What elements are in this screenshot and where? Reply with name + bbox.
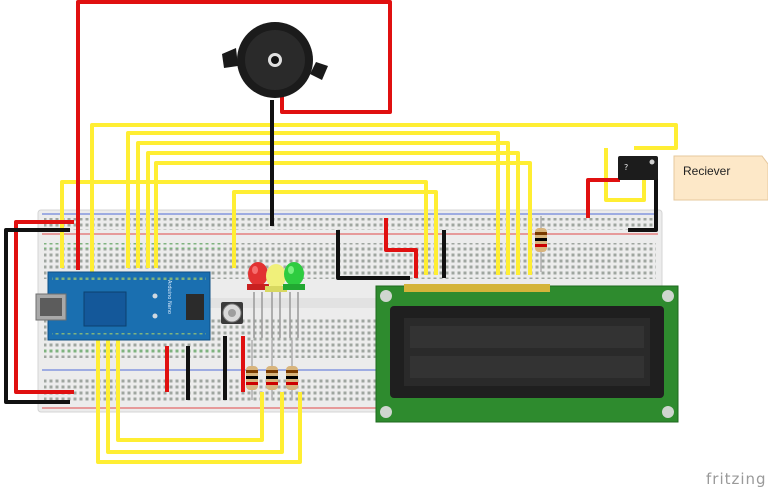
ir-receiver-icon: ? xyxy=(618,156,658,180)
fritzing-logo: fritzing xyxy=(706,470,767,488)
resistor-icon xyxy=(246,340,258,400)
receiver-note: Reciever xyxy=(673,155,768,201)
resistor-lcd xyxy=(535,216,547,272)
yellow-wires xyxy=(60,123,678,464)
led-yellow xyxy=(265,264,287,338)
led-red xyxy=(247,262,269,338)
lcd-display xyxy=(375,284,679,423)
board-label: Arduino Nano xyxy=(166,280,172,314)
ir-symbol: ? xyxy=(624,163,628,172)
receiver-note-text: Reciever xyxy=(683,164,730,178)
resistor-3 xyxy=(286,340,298,400)
led-green xyxy=(283,262,305,338)
arduino-nano-board: Arduino Nano xyxy=(35,271,211,341)
black-wires xyxy=(4,100,658,404)
red-wires xyxy=(14,0,620,394)
buzzer-icon xyxy=(222,22,328,98)
potentiometer-icon xyxy=(221,302,243,324)
resistor-2 xyxy=(266,340,278,400)
